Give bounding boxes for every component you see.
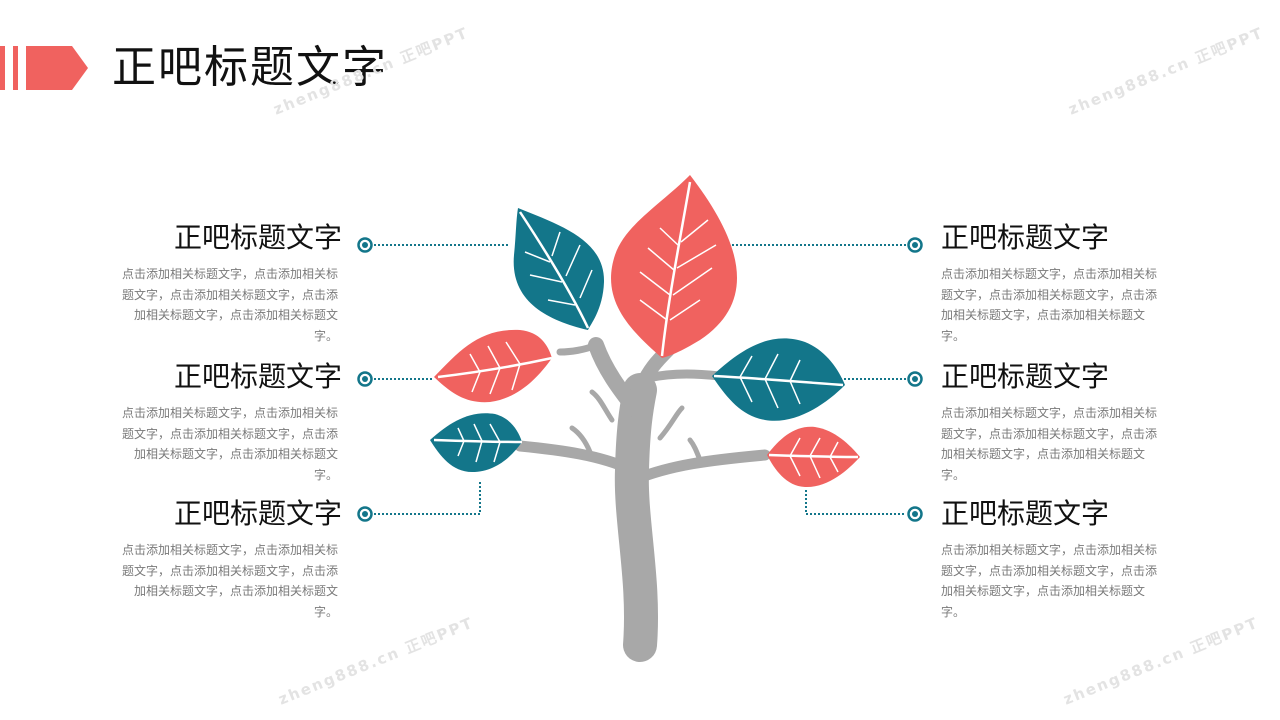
topic-body-right-3: 点击添加相关标题文字，点击添加相关标题文字，点击添加相关标题文字，点击添加相关标… (941, 543, 1158, 619)
connector-right-1 (732, 237, 923, 253)
topic-body-left-2: 点击添加相关标题文字，点击添加相关标题文字，点击添加相关标题文字，点击添加相关标… (121, 406, 338, 482)
accent-bar-thin-2 (13, 46, 18, 90)
topic-body-right-1: 点击添加相关标题文字，点击添加相关标题文字，点击添加相关标题文字，点击添加相关标… (941, 267, 1158, 343)
connector-right-2 (840, 371, 923, 387)
topic-body-left-1: 点击添加相关标题文字，点击添加相关标题文字，点击添加相关标题文字，点击添加相关标… (121, 267, 338, 343)
page-title: 正吧标题文字 (112, 42, 388, 93)
tree-trunk (514, 337, 771, 662)
topic-title-left-3: 正吧标题文字 (173, 497, 342, 530)
topic-title-right-2: 正吧标题文字 (941, 360, 1110, 393)
connector-left-3 (357, 480, 481, 522)
topic-title-left-1: 正吧标题文字 (173, 221, 342, 254)
leaf-upper-left-teal (513, 208, 605, 330)
leaf-mid-left-coral (434, 329, 553, 403)
leaf-low-right-coral (767, 426, 860, 488)
topic-title-left-2: 正吧标题文字 (173, 360, 342, 393)
connector-right-3 (805, 490, 923, 522)
topic-title-right-3: 正吧标题文字 (941, 497, 1110, 530)
connector-left-2 (357, 371, 434, 387)
leaf-large-coral (611, 175, 738, 358)
leaf-mid-right-teal (712, 338, 845, 421)
topic-body-right-2: 点击添加相关标题文字，点击添加相关标题文字，点击添加相关标题文字，点击添加相关标… (941, 406, 1158, 482)
accent-arrow (26, 46, 88, 90)
accent-bar-thin-1 (0, 46, 5, 90)
connector-left-1 (357, 237, 508, 253)
header-accent-bars (0, 46, 88, 90)
leaf-low-left-teal (430, 413, 523, 472)
topic-body-left-3: 点击添加相关标题文字，点击添加相关标题文字，点击添加相关标题文字，点击添加相关标… (121, 543, 338, 619)
topic-title-right-1: 正吧标题文字 (941, 221, 1110, 254)
